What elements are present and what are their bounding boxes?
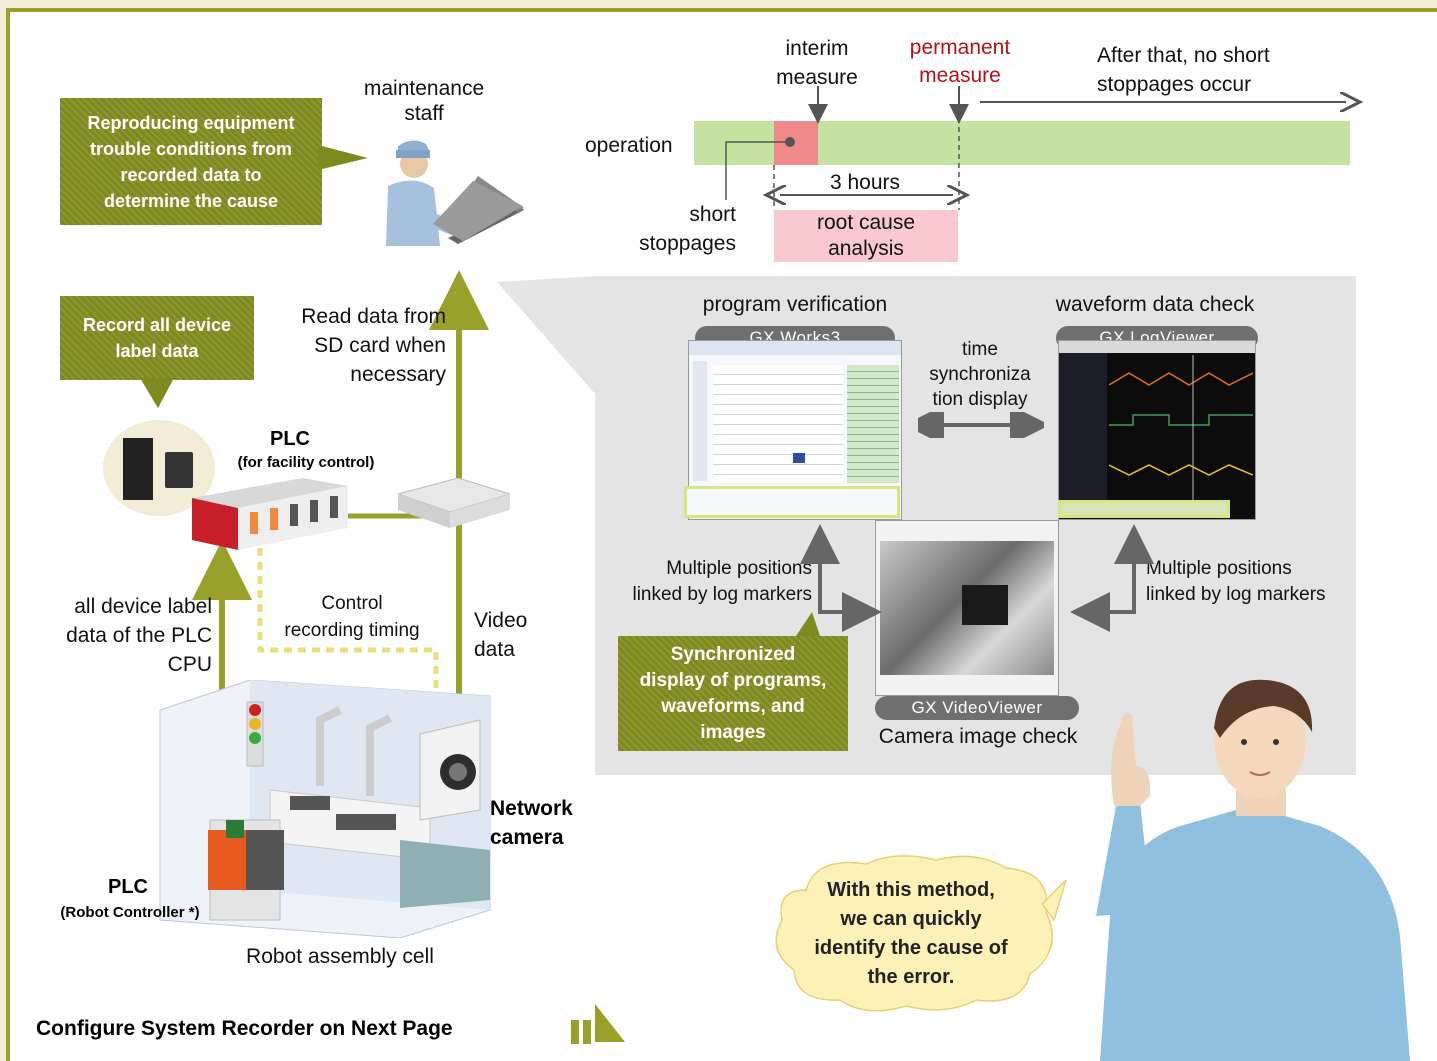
gx-video-tag: GX VideoViewer — [875, 696, 1079, 720]
speech-bubble-icon — [775, 855, 1067, 1012]
plc-robot-title: PLC — [108, 876, 148, 898]
reproducing-callout: Reproducing equipment trouble conditions… — [60, 98, 322, 225]
cpu-module-icon — [123, 438, 153, 500]
network-switch-icon — [398, 478, 510, 528]
interim-measure-label: interim measure — [776, 37, 858, 89]
maintenance-staff-label: maintenance staff — [363, 77, 485, 125]
raised-finger-hand — [1111, 712, 1151, 806]
three-hours-label: 3 hours — [829, 171, 901, 194]
video-data-label: Video data — [474, 609, 528, 661]
control-timing-label: Control recording timing — [284, 593, 420, 641]
time-sync-label: time synchroniza tion display — [929, 339, 1031, 410]
multi-positions-right: Multiple positions linked by log markers — [1146, 558, 1326, 605]
short-stoppages-label: short stoppages — [639, 203, 736, 255]
root-cause-box: root cause analysis — [774, 210, 958, 262]
callout-tail-right — [318, 145, 368, 170]
time-sync-arrow — [918, 412, 1044, 438]
control-timing-line — [257, 548, 461, 755]
camera-image-check-label: Camera image check — [878, 725, 1078, 748]
plc-facility-title: PLC — [270, 428, 310, 450]
next-page-arrow-icon[interactable] — [571, 1004, 627, 1046]
record-callout: Record all device label data — [60, 296, 254, 380]
sd-card-icon — [165, 452, 193, 488]
plc-facility-subtitle: (for facility control) — [237, 454, 375, 471]
after-that-label: After that, no short stoppages occur — [1097, 44, 1270, 96]
stoppage-segment — [774, 121, 818, 165]
all-device-label: all device label data of the PLC CPU — [66, 595, 212, 676]
sync-display-callout: Synchronized display of programs, wavefo… — [618, 636, 848, 751]
network-camera-label: Network camera — [490, 797, 573, 849]
multi-positions-left: Multiple positions linked by log markers — [632, 558, 812, 605]
robot-cell-illustration — [159, 680, 491, 938]
waveform-check-title: waveform data check — [1055, 293, 1255, 316]
plc-rack-icon — [192, 478, 348, 550]
callout-tail-down — [140, 378, 174, 408]
permanent-measure-label: permanent measure — [909, 36, 1011, 87]
plc-robot-subtitle: (Robot Controller *) — [60, 904, 200, 921]
next-page-link[interactable]: Configure System Recorder on Next Page — [36, 1017, 453, 1040]
gx-video-screenshot — [875, 520, 1059, 696]
gx-works-log-marker — [684, 486, 900, 518]
speech-text: With this method, we can quickly identif… — [814, 879, 1008, 988]
read-data-label: Read data from SD card when necessary — [301, 305, 446, 386]
maintenance-worker-icon — [386, 140, 524, 246]
gx-log-log-marker — [1058, 500, 1230, 518]
operation-label: operation — [585, 134, 673, 157]
program-verification-title: program verification — [702, 293, 888, 316]
presenter-illustration — [1096, 679, 1410, 1061]
robot-cell-label: Robot assembly cell — [246, 945, 434, 968]
timeline-chart — [694, 86, 1370, 210]
gx-log-screenshot — [1058, 340, 1256, 520]
